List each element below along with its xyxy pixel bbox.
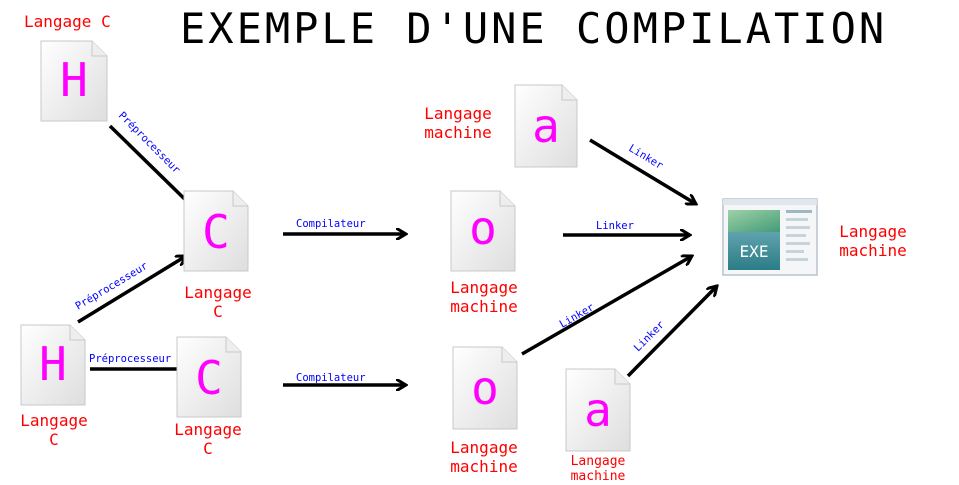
- executable-icon: EXE: [722, 198, 818, 276]
- file-letter: o: [469, 201, 497, 255]
- file-label-a-bottom: Langage machine: [570, 454, 626, 484]
- arrow-link-1: [589, 138, 696, 204]
- edge-label-compile-2: Compilateur: [296, 372, 366, 384]
- file-letter: a: [532, 99, 560, 153]
- source-file-icon: C: [176, 336, 242, 418]
- file-letter: C: [195, 351, 223, 405]
- file-label-h-top: Langage C: [24, 12, 111, 31]
- header-file-icon: H: [20, 324, 86, 406]
- edge-label-link-2: Linker: [596, 220, 634, 232]
- edge-label-link-4: Linker: [632, 319, 667, 354]
- file-label-o-top: Langage machine: [450, 278, 518, 316]
- file-label-h-bottom: Langage C: [20, 411, 88, 449]
- arrow-link-3: [521, 256, 692, 356]
- object-file-icon: o: [452, 346, 518, 430]
- file-label-exe: Langage machine: [839, 222, 907, 260]
- file-label-o-bottom: Langage machine: [450, 438, 518, 476]
- edge-label-preprocess-3: Préprocesseur: [89, 353, 171, 365]
- diagram-title: EXEMPLE D'UNE COMPILATION: [180, 4, 888, 53]
- header-file-icon: H: [40, 40, 108, 122]
- arrow-link-4: [626, 286, 717, 378]
- edge-label-compile-1: Compilateur: [296, 218, 366, 230]
- file-letter: C: [202, 205, 230, 259]
- file-letter: o: [471, 361, 499, 415]
- library-file-icon: a: [514, 84, 578, 168]
- arrow-preprocess-2: [77, 256, 186, 324]
- source-file-icon: C: [183, 190, 249, 272]
- object-file-icon: o: [450, 190, 516, 272]
- file-letter: H: [39, 337, 67, 391]
- file-letter: a: [584, 383, 612, 437]
- library-file-icon: a: [565, 368, 631, 452]
- file-label-a-top: Langage machine: [424, 104, 492, 142]
- exe-badge: EXE: [739, 242, 769, 261]
- edge-label-link-1: Linker: [626, 142, 665, 172]
- file-label-c-top: Langage C: [184, 283, 252, 321]
- file-label-c-bottom: Langage C: [174, 420, 242, 458]
- file-letter: H: [60, 53, 88, 107]
